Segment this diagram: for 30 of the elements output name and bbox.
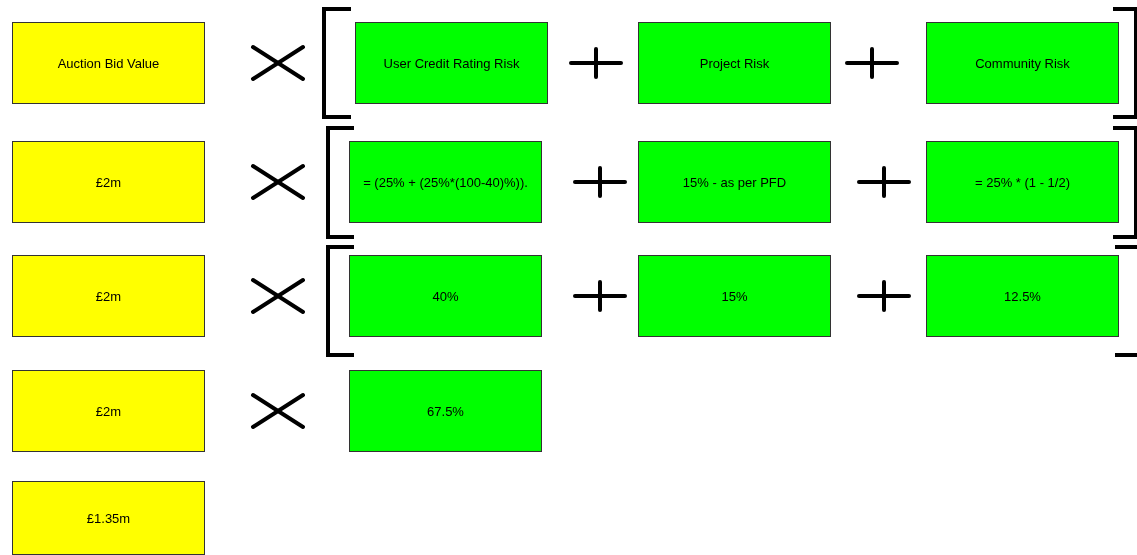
factor-box [355, 22, 548, 104]
value-box [12, 481, 205, 555]
value-box [12, 255, 205, 337]
box-label: 15% [721, 288, 748, 304]
box-label: Auction Bid Value [57, 55, 160, 71]
value-box [12, 22, 205, 104]
factor-box [638, 255, 831, 337]
box-label: User Credit Rating Risk [383, 55, 520, 71]
box-label: 12.5% [1004, 288, 1041, 304]
box-label: Project Risk [699, 55, 770, 71]
value-box [12, 141, 205, 223]
box-label: 40% [432, 288, 459, 304]
value-box [12, 370, 205, 452]
box-label: £1.35m [86, 510, 131, 526]
box-label: £2m [95, 403, 122, 419]
factor-box [638, 22, 831, 104]
factor-box [926, 141, 1119, 223]
box-label: £2m [95, 174, 122, 190]
factor-box [349, 255, 542, 337]
box-label: = (25% + (25%*(100-40)%)). [363, 174, 528, 190]
factor-box [926, 255, 1119, 337]
box-label: 67.5% [427, 403, 464, 419]
factor-box [638, 141, 831, 223]
box-label: = 25% * (1 - 1/2) [975, 174, 1070, 190]
factor-box [349, 370, 542, 452]
box-label: 15% - as per PFD [682, 174, 787, 190]
box-label: Community Risk [975, 55, 1070, 71]
box-label: £2m [95, 288, 122, 304]
factor-box [926, 22, 1119, 104]
factor-box [349, 141, 542, 223]
